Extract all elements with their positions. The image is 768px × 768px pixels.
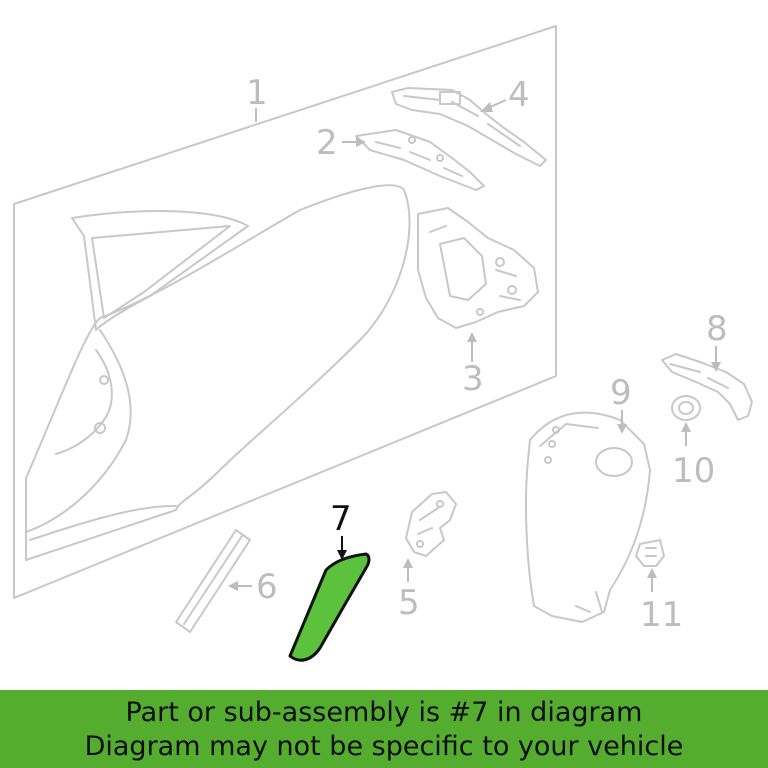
- callout-7: 7: [330, 499, 352, 560]
- part-4-rail: [391, 87, 547, 167]
- part-9-liner: [525, 411, 651, 623]
- callout-9-label: 9: [610, 373, 632, 413]
- part-6-molding: [175, 529, 251, 633]
- part-1-quarter-panel: [13, 25, 557, 599]
- callout-10: 10: [672, 422, 715, 491]
- callout-3: 3: [462, 332, 484, 399]
- callout-5: 5: [398, 558, 420, 623]
- callout-4-label: 4: [508, 75, 530, 115]
- parts-diagram: 1 2 4 3 8: [13, 25, 753, 662]
- part-5-bracket: [405, 491, 457, 557]
- callout-8: 8: [706, 309, 728, 372]
- banner-line-1: Part or sub-assembly is #7 in diagram: [125, 697, 643, 728]
- callout-5-label: 5: [398, 583, 420, 623]
- callout-1-label: 1: [246, 73, 268, 113]
- callout-8-label: 8: [706, 309, 728, 349]
- callout-4: 4: [480, 75, 530, 115]
- callout-7-label: 7: [330, 499, 352, 539]
- callout-11: 11: [640, 568, 683, 635]
- callout-3-label: 3: [462, 359, 484, 399]
- part-2-reinforcement: [355, 129, 485, 191]
- callout-6-label: 6: [256, 567, 278, 607]
- callout-11-label: 11: [640, 595, 683, 635]
- callout-2-label: 2: [316, 123, 338, 163]
- banner-line-2: Diagram may not be specific to your vehi…: [84, 731, 684, 762]
- part-11-clip: [635, 539, 665, 567]
- callout-1: 1: [246, 73, 268, 122]
- part-3-bracket: [417, 207, 539, 329]
- callout-9: 9: [610, 373, 632, 434]
- part-10-grommet: [671, 395, 701, 421]
- part-7-highlighted-trim: [288, 552, 371, 662]
- callout-6: 6: [228, 567, 278, 607]
- info-banner: Part or sub-assembly is #7 in diagram Di…: [0, 690, 768, 768]
- callout-2: 2: [316, 123, 366, 163]
- callout-10-label: 10: [672, 451, 715, 491]
- part-8-bracket: [661, 353, 753, 421]
